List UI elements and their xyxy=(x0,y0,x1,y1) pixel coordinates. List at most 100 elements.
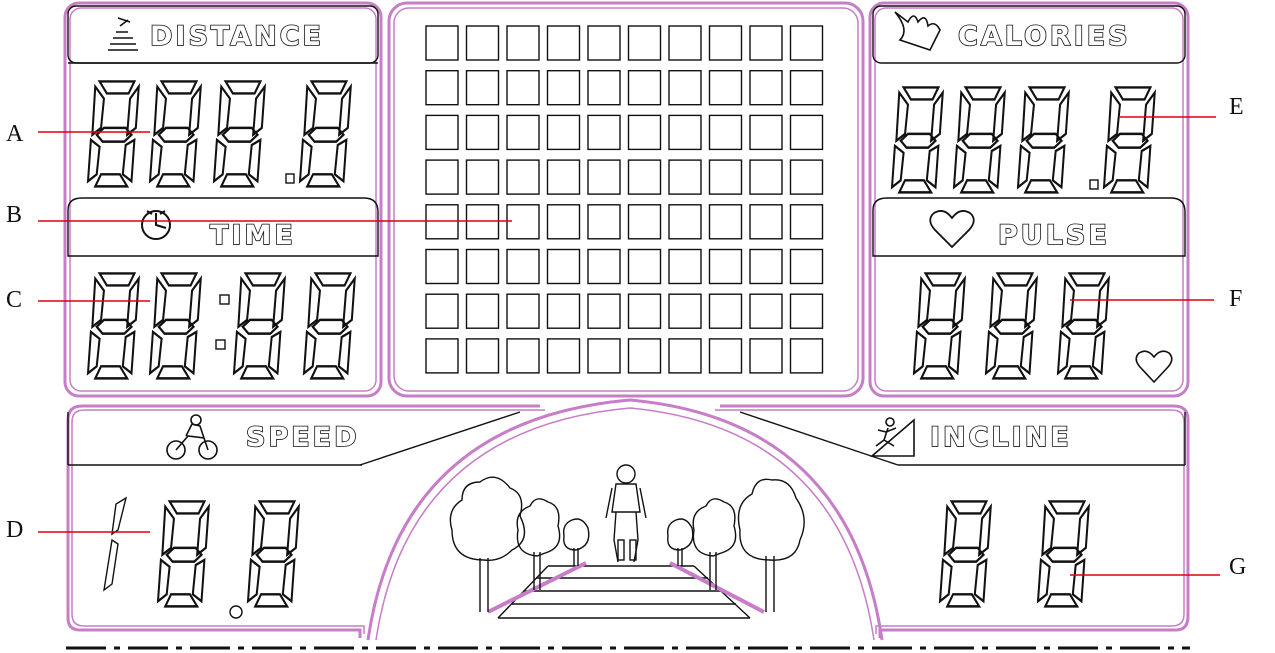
matrix-cell xyxy=(708,114,743,151)
matrix-cell xyxy=(465,159,500,195)
matrix-cell xyxy=(546,204,581,240)
matrix-cell xyxy=(465,248,500,285)
distance-readout xyxy=(86,80,352,188)
dot-matrix xyxy=(425,25,824,374)
speed-panel: SPEED xyxy=(103,414,360,619)
matrix-cell xyxy=(789,159,824,195)
callout-a: A xyxy=(6,121,24,147)
time-readout xyxy=(86,272,356,380)
matrix-cell xyxy=(789,248,824,285)
matrix-cell xyxy=(668,248,702,285)
matrix-cell xyxy=(668,114,702,151)
distance-panel: DISTANCE xyxy=(86,17,352,188)
matrix-cell xyxy=(546,114,581,151)
runner-icon xyxy=(605,464,647,563)
tree-icon xyxy=(666,518,694,566)
matrix-cell xyxy=(708,338,743,374)
matrix-cell xyxy=(789,114,824,151)
flame-icon xyxy=(894,11,941,51)
matrix-cell xyxy=(749,25,783,61)
matrix-cell xyxy=(789,204,824,240)
matrix-cell xyxy=(546,293,581,329)
matrix-cell xyxy=(749,159,783,195)
matrix-cell xyxy=(749,69,783,106)
matrix-cell xyxy=(708,69,743,106)
matrix-cell xyxy=(587,25,621,61)
pulse-readout xyxy=(912,272,1110,380)
runner-incline-icon xyxy=(869,417,915,457)
matrix-cell xyxy=(587,293,621,329)
matrix-cell xyxy=(506,248,540,285)
callout-b: B xyxy=(6,202,22,228)
matrix-cell xyxy=(708,204,743,240)
matrix-cell xyxy=(587,248,621,285)
matrix-cell xyxy=(465,338,500,374)
matrix-cell xyxy=(465,293,500,329)
matrix-cell xyxy=(506,338,540,374)
speed-readout xyxy=(103,496,300,619)
calories-label: CALORIES xyxy=(958,21,1131,52)
callout-e: E xyxy=(1229,94,1244,120)
matrix-cell xyxy=(425,159,459,195)
matrix-cell xyxy=(789,338,824,374)
speed-label: SPEED xyxy=(246,422,360,453)
center-frame xyxy=(387,1,865,398)
calories-panel: CALORIES xyxy=(890,11,1156,194)
matrix-cell xyxy=(668,25,702,61)
matrix-cell xyxy=(587,338,621,374)
distance-icon xyxy=(108,17,138,51)
pulse-panel: PULSE xyxy=(912,209,1173,384)
matrix-cell xyxy=(546,25,581,61)
matrix-cell xyxy=(789,25,824,61)
matrix-cell xyxy=(546,159,581,195)
callouts: A B C D E F G xyxy=(6,94,1246,580)
matrix-cell xyxy=(506,293,540,329)
matrix-cell xyxy=(627,248,662,285)
matrix-cell xyxy=(627,338,662,374)
matrix-cell xyxy=(749,338,783,374)
matrix-cell xyxy=(506,25,540,61)
matrix-cell xyxy=(708,293,743,329)
tree-icon xyxy=(737,478,805,612)
tree-icon xyxy=(449,476,526,612)
matrix-cell xyxy=(506,114,540,151)
matrix-cell xyxy=(627,114,662,151)
left-frame xyxy=(63,1,383,398)
callout-f: F xyxy=(1229,286,1242,312)
matrix-cell xyxy=(425,248,459,285)
incline-panel: INCLINE xyxy=(869,417,1090,608)
arch-frame xyxy=(366,398,884,641)
tree-icon xyxy=(516,498,561,590)
matrix-cell xyxy=(789,293,824,329)
matrix-cell xyxy=(465,25,500,61)
matrix-cell xyxy=(749,114,783,151)
matrix-cell xyxy=(627,25,662,61)
tree-icon xyxy=(562,518,590,566)
matrix-cell xyxy=(627,204,662,240)
callout-d: D xyxy=(6,517,23,543)
matrix-cell xyxy=(668,338,702,374)
matrix-cell xyxy=(546,248,581,285)
distance-label: DISTANCE xyxy=(150,21,324,52)
matrix-cell xyxy=(708,248,743,285)
clock-icon xyxy=(141,210,171,240)
calories-readout xyxy=(890,86,1156,194)
matrix-cell xyxy=(587,69,621,106)
matrix-cell xyxy=(668,159,702,195)
matrix-cell xyxy=(506,159,540,195)
matrix-cell xyxy=(587,114,621,151)
matrix-cell xyxy=(749,248,783,285)
matrix-cell xyxy=(425,293,459,329)
matrix-cell xyxy=(587,159,621,195)
matrix-cell xyxy=(668,204,702,240)
right-frame xyxy=(868,1,1190,398)
bottom-frame xyxy=(66,404,1190,638)
motorcycle-icon xyxy=(166,414,218,460)
matrix-cell xyxy=(668,293,702,329)
matrix-cell xyxy=(465,69,500,106)
matrix-cell xyxy=(465,114,500,151)
track-icon xyxy=(487,561,765,619)
matrix-cell xyxy=(708,25,743,61)
matrix-cell xyxy=(749,293,783,329)
